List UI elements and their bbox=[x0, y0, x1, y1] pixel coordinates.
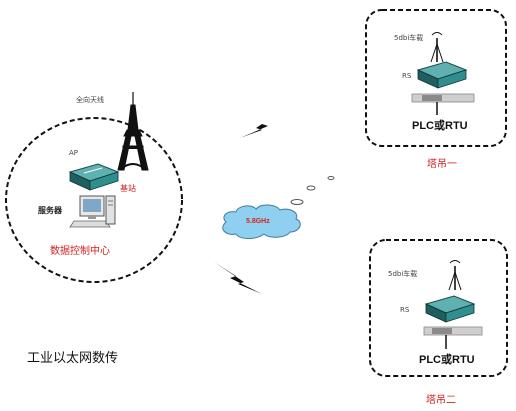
control-center-boundary bbox=[5, 117, 183, 283]
diagram-caption: 工业以太网数传 bbox=[27, 351, 119, 366]
tower-1-rail-module bbox=[422, 95, 442, 101]
cloud-trail-bubble bbox=[306, 185, 316, 191]
server-pc-icon bbox=[69, 195, 116, 228]
omni-antenna-tower-icon bbox=[117, 92, 149, 171]
wireless-signal-icon bbox=[240, 112, 280, 138]
tower-1-plc-label: PLC或RTU bbox=[412, 120, 468, 132]
ap-label: AP bbox=[69, 149, 79, 157]
tower-1-boundary bbox=[365, 9, 507, 147]
tower-1-rail bbox=[411, 93, 475, 103]
tower-2-router-icon bbox=[424, 295, 476, 323]
tower-1-antenna-icon bbox=[430, 32, 444, 63]
cloud-trail-bubble bbox=[290, 199, 304, 205]
cloud-trail-bubble bbox=[327, 176, 335, 180]
tower-2-antenna-icon bbox=[448, 260, 462, 291]
tower-2-plc-label: PLC或RTU bbox=[419, 354, 475, 366]
tower-1-device-label: RS bbox=[402, 72, 412, 80]
tower-2-antenna-label: 5dbi车载 bbox=[388, 270, 418, 278]
control-center-title: 数据控制中心 bbox=[50, 246, 110, 257]
tower-2-device-label: RS bbox=[400, 306, 410, 314]
server-label: 服务器 bbox=[38, 206, 62, 215]
omni-antenna-label: 全向天线 bbox=[76, 96, 104, 104]
tower-2-boundary bbox=[369, 239, 508, 377]
tower-1-router-icon bbox=[416, 61, 468, 89]
tower-2-rail-module bbox=[432, 328, 452, 334]
tower-1-antenna-label: 5dbi车载 bbox=[394, 34, 424, 42]
ap-router-icon bbox=[68, 163, 120, 191]
tower-1-name: 塔吊一 bbox=[427, 159, 457, 170]
tower-2-rail bbox=[423, 326, 483, 336]
cloud-label: 5.8GHz bbox=[246, 218, 270, 225]
tower-2-name: 塔吊二 bbox=[426, 395, 456, 406]
base-station-label: 基站 bbox=[120, 184, 136, 193]
cloud-icon bbox=[222, 204, 301, 239]
wireless-signal-icon bbox=[214, 262, 262, 294]
